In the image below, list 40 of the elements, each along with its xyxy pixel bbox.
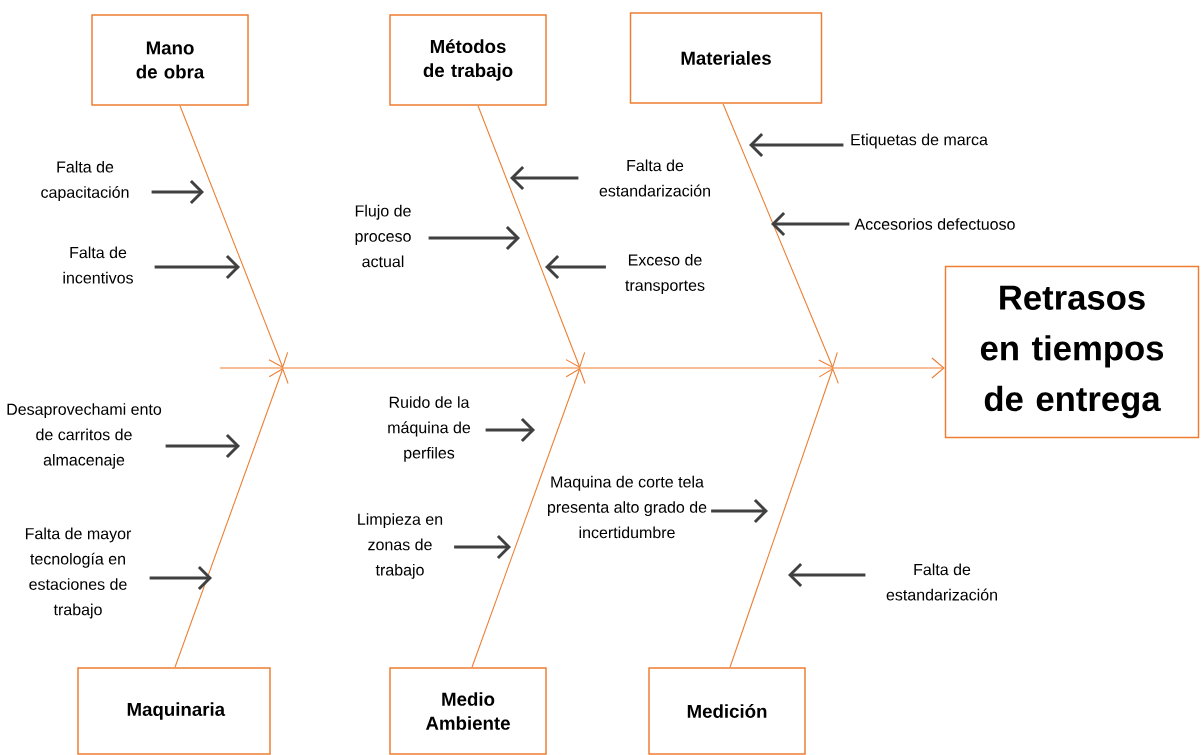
arrow	[485, 417, 535, 443]
cause-label: Falta de mayor tecnología en estaciones de trabajo	[25, 527, 132, 619]
bone-arrow	[471, 368, 586, 668]
cause-label: Falta de estandarización	[599, 159, 710, 197]
spine-arrow	[219, 357, 945, 379]
category-box: Materiales	[629, 12, 823, 104]
cause-label: Limpieza en zonas de trabajo	[358, 513, 443, 579]
cause-label: Falta de capacitación	[41, 160, 129, 202]
arrow	[771, 211, 850, 237]
category-box: Métodos de trabajo	[389, 14, 547, 106]
effect-box: Retrasos en tiempos de entrega	[944, 265, 1200, 439]
bone-arrow	[179, 105, 289, 368]
arrow	[151, 179, 204, 205]
arrow	[149, 565, 212, 591]
category-box: Maquinaria	[77, 667, 271, 755]
cause-label: Falta de incentivos	[63, 246, 133, 284]
cause-label: Falta de estandarización	[886, 563, 997, 601]
cause-label: Desaprovechami ento de carritos de almacenaje	[7, 403, 162, 469]
category-box: Medición	[648, 667, 806, 755]
bone-arrow	[729, 368, 839, 668]
cause-label: Ruido de la máquina de perfiles	[388, 396, 471, 462]
arrow	[749, 132, 844, 158]
cause-label: Accesorios defectuoso	[854, 218, 1015, 230]
category-box: Medio Ambiente	[389, 667, 547, 755]
bone-arrow	[722, 103, 838, 368]
arrow	[165, 433, 240, 459]
arrow	[711, 498, 768, 524]
arrow	[154, 254, 240, 280]
arrow	[454, 534, 511, 560]
cause-label: Maquina de corte tela presenta alto grado de incertidumbre	[548, 475, 707, 539]
cause-label: Flujo de proceso actual	[355, 204, 411, 268]
arrow	[545, 254, 606, 280]
arrow	[788, 562, 866, 588]
category-box: Mano de obra	[91, 14, 249, 106]
bone-arrow	[477, 105, 586, 368]
arrow	[510, 165, 579, 191]
cause-label: Exceso de transportes	[625, 253, 705, 295]
cause-label: Etiquetas de marca	[851, 133, 988, 149]
bone-arrow	[174, 368, 289, 668]
arrow	[428, 225, 520, 251]
